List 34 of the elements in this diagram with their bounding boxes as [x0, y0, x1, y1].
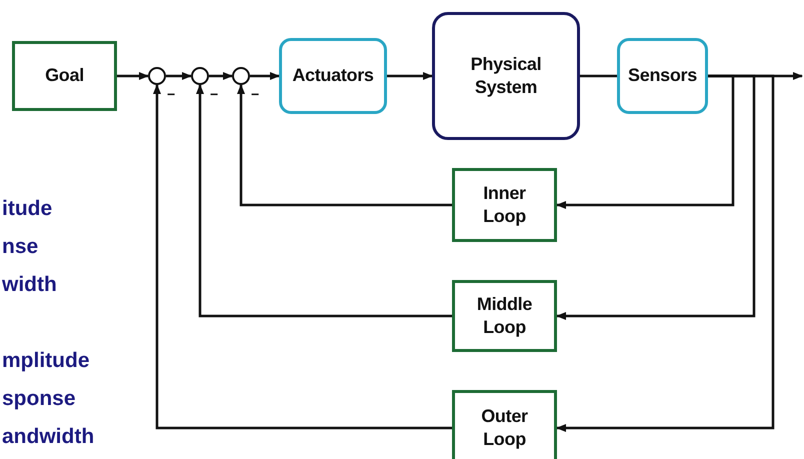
process-box	[279, 38, 387, 114]
side-note: itude	[2, 197, 52, 221]
arrow	[556, 74, 734, 209]
arrow	[209, 72, 233, 80]
arrow	[387, 72, 433, 80]
box-label: Sensors	[627, 64, 698, 88]
process-box	[12, 41, 117, 111]
arrow	[117, 72, 149, 80]
box-label: Goal	[44, 64, 85, 88]
side-note: width	[2, 273, 57, 297]
side-note: andwidth	[2, 425, 94, 449]
box-label: Outer Loop	[480, 404, 529, 451]
arrow	[153, 84, 452, 430]
side-note: mplitude	[2, 349, 90, 373]
arrow	[556, 74, 756, 320]
arrow	[166, 72, 192, 80]
process-box	[452, 168, 557, 242]
minus-sign: −	[167, 87, 176, 101]
arrow	[196, 84, 452, 318]
process-box	[452, 280, 557, 352]
side-note: nse	[2, 235, 38, 259]
box-label: Inner Loop	[482, 182, 527, 228]
box-label: Actuators	[291, 64, 375, 88]
process-box	[432, 12, 580, 140]
box-label: Middle Loop	[476, 292, 534, 339]
minus-sign: −	[251, 87, 260, 101]
side-note: sponse	[2, 387, 76, 411]
process-box	[617, 38, 708, 114]
minus-sign: −	[210, 87, 218, 101]
arrow	[250, 72, 280, 80]
process-box	[452, 390, 557, 459]
arrow	[237, 84, 452, 206]
arrow	[556, 74, 774, 432]
box-label: Physical System	[470, 52, 542, 99]
